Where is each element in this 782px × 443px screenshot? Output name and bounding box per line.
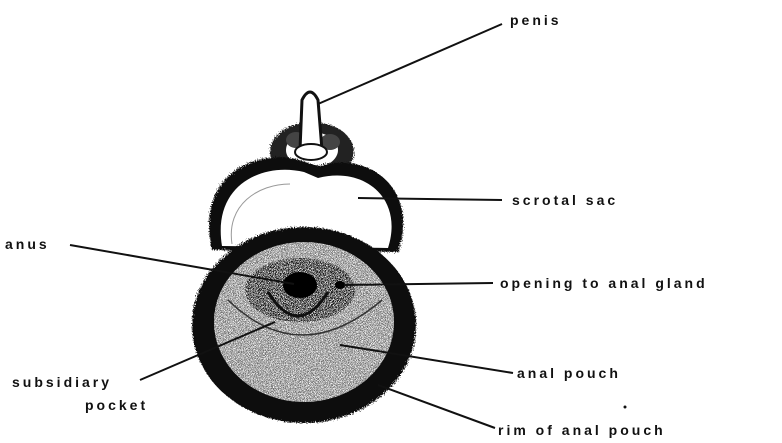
label-scrotal-sac: scrotal sac	[512, 192, 618, 208]
rim-leader-line	[378, 385, 495, 428]
anal-gland-opening-shape	[335, 281, 345, 289]
label-opening-to-anal-gland: opening to anal gland	[500, 275, 708, 291]
label-subsidiary: subsidiary	[12, 374, 112, 390]
penis-leader-line	[318, 24, 502, 104]
label-rim-of-anal-pouch: rim of anal pouch	[498, 422, 666, 438]
label-pocket: pocket	[85, 397, 148, 413]
label-anal-pouch: anal pouch	[517, 365, 621, 381]
label-anus: anus	[5, 236, 50, 252]
anal-pouch-shape	[192, 227, 416, 423]
label-penis: penis	[510, 12, 562, 28]
anus-shape	[283, 272, 317, 298]
